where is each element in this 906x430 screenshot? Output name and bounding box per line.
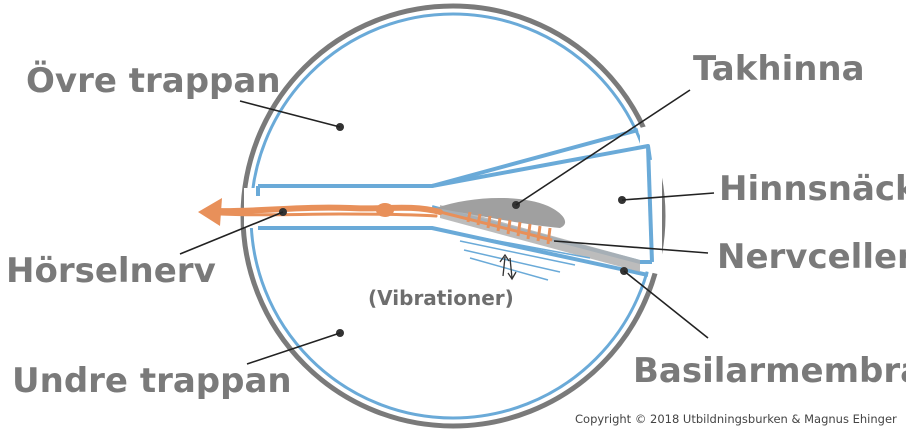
label-horselnerv: Hörselnerv: [6, 251, 216, 291]
nerve-arrowhead: [198, 198, 222, 226]
label-ovre-trappan: Övre trappan: [26, 60, 281, 101]
label-vibrationer: (Vibrationer): [368, 286, 514, 310]
auditory-nerve: [212, 204, 443, 215]
upper-channel-wall-inner: [431, 128, 639, 188]
lower-channel-wall: [258, 226, 649, 277]
nerve-ganglion: [376, 203, 394, 217]
label-undre-trappan: Undre trappan: [12, 361, 292, 401]
vibration-lines: [454, 232, 591, 281]
label-basilarmembran: Basilarmembran: [633, 351, 906, 391]
copyright-notice: Copyright © 2018 Utbildningsburken & Mag…: [575, 412, 897, 426]
tectorial-membrane: [436, 197, 566, 228]
hair-cells: [439, 210, 553, 245]
vibration-arrows-icon: [499, 253, 517, 281]
scala-media-wall: [646, 145, 654, 263]
label-nervceller: Nervceller: [717, 237, 906, 277]
auditory-nerve-strand: [218, 212, 438, 218]
leader-lines: [179, 89, 715, 365]
label-hinnsnacka: Hinnsnäcka: [719, 169, 906, 209]
label-takhinna: Takhinna: [693, 49, 865, 89]
